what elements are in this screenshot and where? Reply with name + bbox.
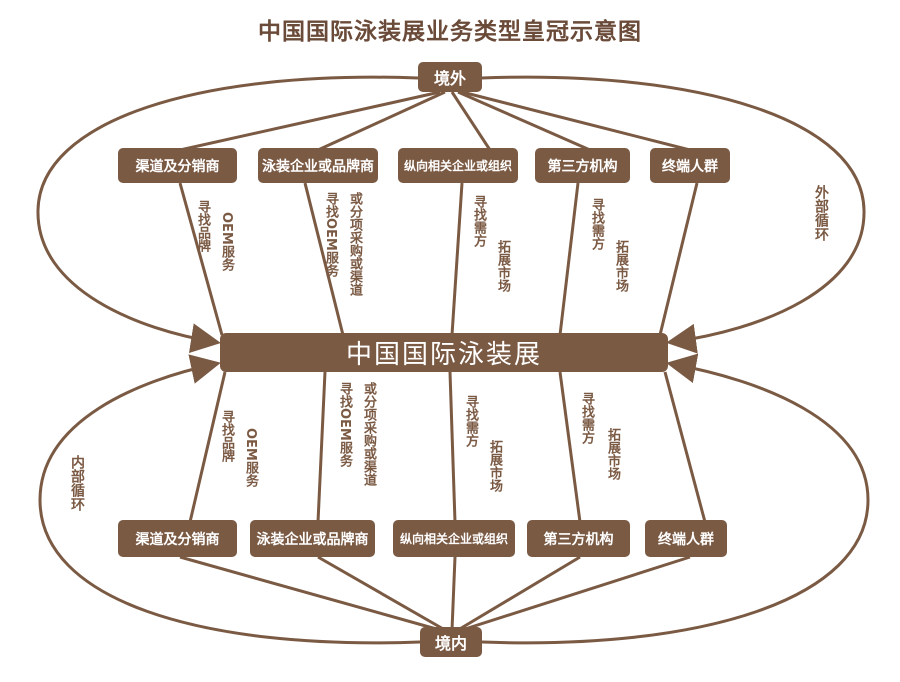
line-domestic-2: [317, 555, 446, 632]
top-node-brand: 泳装企业或品牌商: [258, 148, 378, 183]
line-domestic-1: [179, 555, 441, 632]
inner-loop-left: [38, 354, 421, 645]
line-domestic-4: [457, 555, 581, 632]
bottom-node-vertical: 纵向相关企业或组织: [393, 520, 515, 557]
bottom-node-third-party: 第三方机构: [527, 520, 630, 557]
top-label-1a: 寻找品牌: [195, 200, 210, 252]
bottom-node-channel: 渠道及分销商: [118, 520, 237, 557]
line-top-3: [450, 182, 464, 336]
outer-loop-left: [36, 75, 419, 354]
line-top-2: [303, 182, 345, 336]
bottom-label-3b: 拓展市场: [487, 440, 502, 492]
bottom-label-1b: OEM服务: [243, 428, 258, 487]
line-bottom-1: [188, 371, 227, 523]
inner-loop-label: 内部循环: [69, 455, 85, 511]
top-label-4b: 拓展市场: [613, 240, 628, 292]
line-top-4: [558, 182, 580, 336]
top-label-2a: 寻找OEM服务: [323, 192, 338, 277]
outer-loop-label: 外部循环: [813, 185, 829, 241]
line-abroad-1: [179, 90, 441, 152]
bottom-label-1a: 寻找品牌: [219, 410, 234, 462]
bottom-label-4a: 寻找需方: [579, 392, 594, 444]
line-bottom-2: [316, 371, 327, 523]
bottom-label-3a: 寻找需方: [463, 395, 478, 447]
top-label-1b: OEM服务: [219, 212, 234, 271]
bottom-label-4b: 拓展市场: [605, 428, 620, 480]
node-abroad: 境外: [418, 62, 482, 92]
top-node-third-party: 第三方机构: [535, 148, 630, 183]
top-node-channel: 渠道及分销商: [118, 148, 237, 183]
bottom-label-2a: 寻找OEM服务: [337, 382, 352, 467]
center-bar: 中国国际泳装展: [220, 333, 668, 372]
line-abroad-3: [450, 91, 492, 151]
bottom-label-2b: 或分项采购或渠道: [361, 382, 376, 486]
top-label-4a: 寻找需方: [589, 198, 604, 250]
line-top-1: [178, 182, 224, 336]
inner-loop-right: [481, 353, 870, 645]
bottom-node-end-users: 终端人群: [645, 520, 727, 557]
line-bottom-4: [558, 371, 582, 523]
top-node-vertical: 纵向相关企业或组织: [398, 148, 518, 183]
outer-loop-right: [481, 75, 866, 354]
top-label-3b: 拓展市场: [495, 240, 510, 292]
diagram-title: 中国国际泳装展业务类型皇冠示意图: [258, 19, 642, 45]
line-domestic-3: [450, 556, 457, 631]
line-bottom-3: [448, 371, 457, 523]
line-abroad-5: [461, 90, 691, 152]
bottom-node-brand: 泳装企业或品牌商: [250, 520, 375, 557]
line-domestic-5: [461, 555, 691, 632]
node-domestic: 境内: [420, 627, 482, 657]
top-label-3a: 寻找需方: [471, 195, 486, 247]
line-abroad-2: [317, 90, 446, 152]
top-node-end-users: 终端人群: [650, 148, 730, 183]
line-bottom-5: [663, 371, 707, 523]
line-top-5: [658, 182, 699, 336]
top-label-2b: 或分项采购或渠道: [347, 192, 362, 296]
line-abroad-4: [457, 90, 591, 152]
